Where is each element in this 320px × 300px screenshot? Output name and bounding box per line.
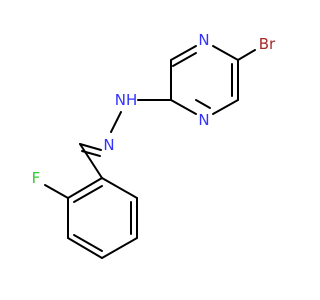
bond-c5-c4 [212,99,239,115]
bond-b3-b4 [101,237,138,259]
atom-n-top: N [198,31,209,49]
bond-n3-c4-double [195,99,211,109]
bond-n3-c2 [170,99,197,115]
bond-b4-b5 [67,237,103,259]
benzene-ring [67,177,138,259]
bond-b4-b5-double [73,234,103,252]
bond-c2-n1 [170,45,197,61]
bond-b6-b1-double [73,185,103,203]
bond-ch-benzene [79,143,103,179]
bond-c2-n1-double [172,52,197,67]
atom-br: Br [259,35,276,53]
bond-b1-b2 [101,177,138,199]
bond-c-f [44,184,69,199]
bond-c6-n1 [212,45,239,61]
atom-n-imine: N [103,136,114,154]
atom-nh: NH [115,91,138,109]
atom-n-bottom: N [198,111,209,129]
bond-c-br [237,49,256,61]
molecule-structure: Br N N NH N F [32,31,276,259]
pyrimidine-ring [170,45,239,115]
bond-n-ch [79,143,102,151]
bond-b6-b1 [67,177,103,199]
atom-f: F [32,169,41,187]
bond-nh-n [110,111,122,133]
molecule-diagram: Br N N NH N F [32,31,276,259]
